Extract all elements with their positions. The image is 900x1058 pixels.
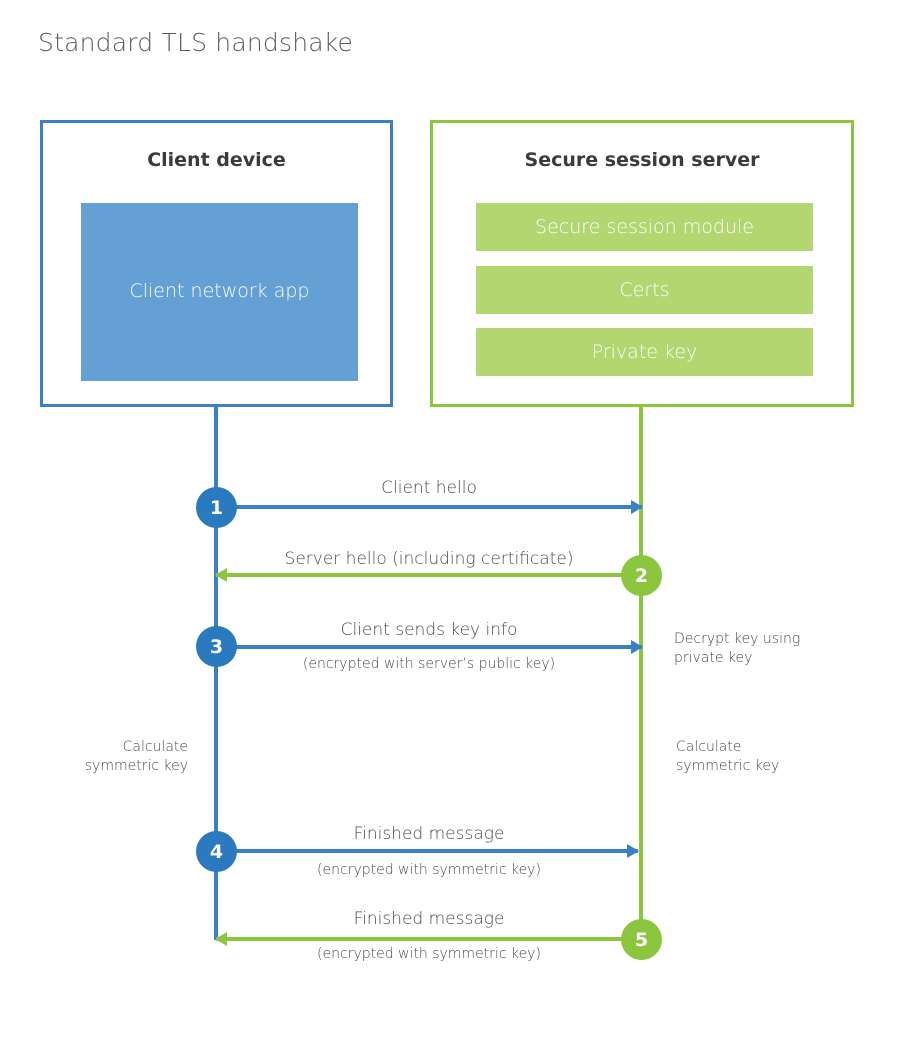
arrow-shaft <box>216 849 638 853</box>
step-2-label: Server hello (including certificate) <box>284 549 574 569</box>
arrow-shaft <box>216 645 642 649</box>
server-component-private-key: Private key <box>476 328 813 376</box>
step-5-arrow <box>215 932 642 946</box>
server-lifeline <box>639 407 643 939</box>
arrow-shaft <box>216 937 642 941</box>
annotation-calculate-symmetric-key-client: Calculate symmetric key <box>84 739 188 774</box>
client-lifeline <box>214 407 218 940</box>
arrow-head-icon <box>631 500 643 514</box>
secure-session-server-title: Secure session server <box>524 149 760 171</box>
step-2-arrow <box>215 568 642 582</box>
step-1-arrow <box>216 500 643 514</box>
arrow-shaft <box>216 505 642 509</box>
arrow-head-icon <box>627 844 639 858</box>
client-device-box: Client device Client network app <box>40 120 393 407</box>
arrow-head-icon <box>215 568 227 582</box>
arrow-shaft <box>216 573 642 577</box>
step-3-label: Client sends key info <box>340 620 518 640</box>
step-4-arrow <box>216 844 639 858</box>
step-marker-4: 4 <box>196 831 237 872</box>
step-marker-5: 5 <box>621 919 662 960</box>
step-marker-2: 2 <box>621 555 662 596</box>
step-4-label: Finished message <box>353 824 505 844</box>
client-device-title: Client device <box>147 149 286 171</box>
arrow-head-icon <box>631 640 643 654</box>
secure-session-server-box: Secure session server Secure session mod… <box>430 120 854 407</box>
step-4-sublabel: (encrypted with symmetric key) <box>317 862 541 878</box>
step-marker-1: 1 <box>196 487 237 528</box>
page-title: Standard TLS handshake <box>38 28 354 57</box>
client-network-app-block: Client network app <box>81 203 358 381</box>
annotation-decrypt-key: Decrypt key using private key <box>674 631 801 666</box>
server-component-secure-session-module: Secure session module <box>476 203 813 251</box>
server-component-certs: Certs <box>476 266 813 314</box>
step-3-sublabel: (encrypted with server’s public key) <box>302 656 556 672</box>
step-marker-3: 3 <box>196 626 237 667</box>
annotation-calculate-symmetric-key-server: Calculate symmetric key <box>676 739 780 774</box>
step-1-label: Client hello <box>381 478 477 498</box>
step-5-sublabel: (encrypted with symmetric key) <box>317 946 541 962</box>
step-5-label: Finished message <box>353 909 505 929</box>
arrow-head-icon <box>215 932 227 946</box>
step-3-arrow <box>216 640 643 654</box>
